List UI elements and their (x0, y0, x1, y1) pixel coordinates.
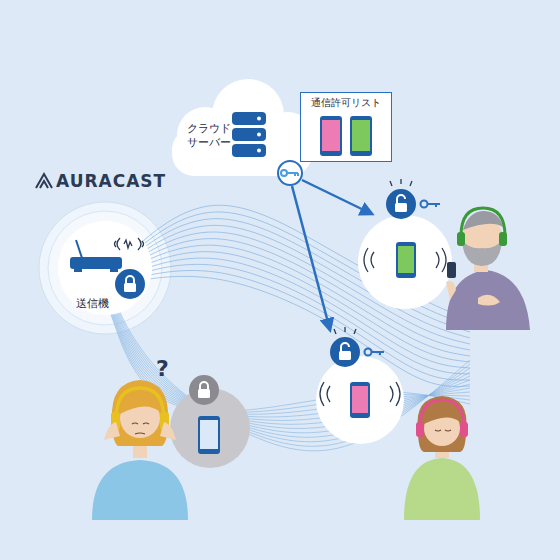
listener-man (446, 208, 530, 330)
transmitter-node: 送信機 (68, 296, 116, 312)
question-mark: ? (156, 356, 169, 381)
node-text: クラウド サーバー (183, 122, 235, 151)
wave-line (110, 300, 470, 429)
transmitter (58, 221, 152, 315)
node-text: 送信機 (69, 297, 115, 311)
listener-zone (316, 327, 404, 444)
wave-line (110, 296, 470, 437)
node-text: 通信許可リスト (304, 96, 388, 109)
wave-line (120, 205, 470, 320)
wave-line (120, 212, 470, 326)
listener-woman (404, 396, 480, 520)
logo-text: AURACAST (56, 171, 166, 191)
server-label-box: クラウド サーバー (181, 120, 237, 153)
allowlist-box: 通信許可リスト (300, 92, 392, 162)
sound-waves (110, 205, 470, 451)
phone-icons (306, 112, 386, 158)
listener-woman-confused (92, 380, 188, 520)
wave-line (110, 294, 470, 442)
transmitter-rings (39, 202, 171, 334)
server-icon (232, 112, 266, 157)
excluded-zone (170, 375, 250, 468)
auracast-logo (36, 174, 52, 188)
wave-line (110, 298, 470, 433)
wave-line (110, 302, 470, 424)
listener-zone (358, 179, 452, 309)
key-badge (278, 161, 302, 185)
